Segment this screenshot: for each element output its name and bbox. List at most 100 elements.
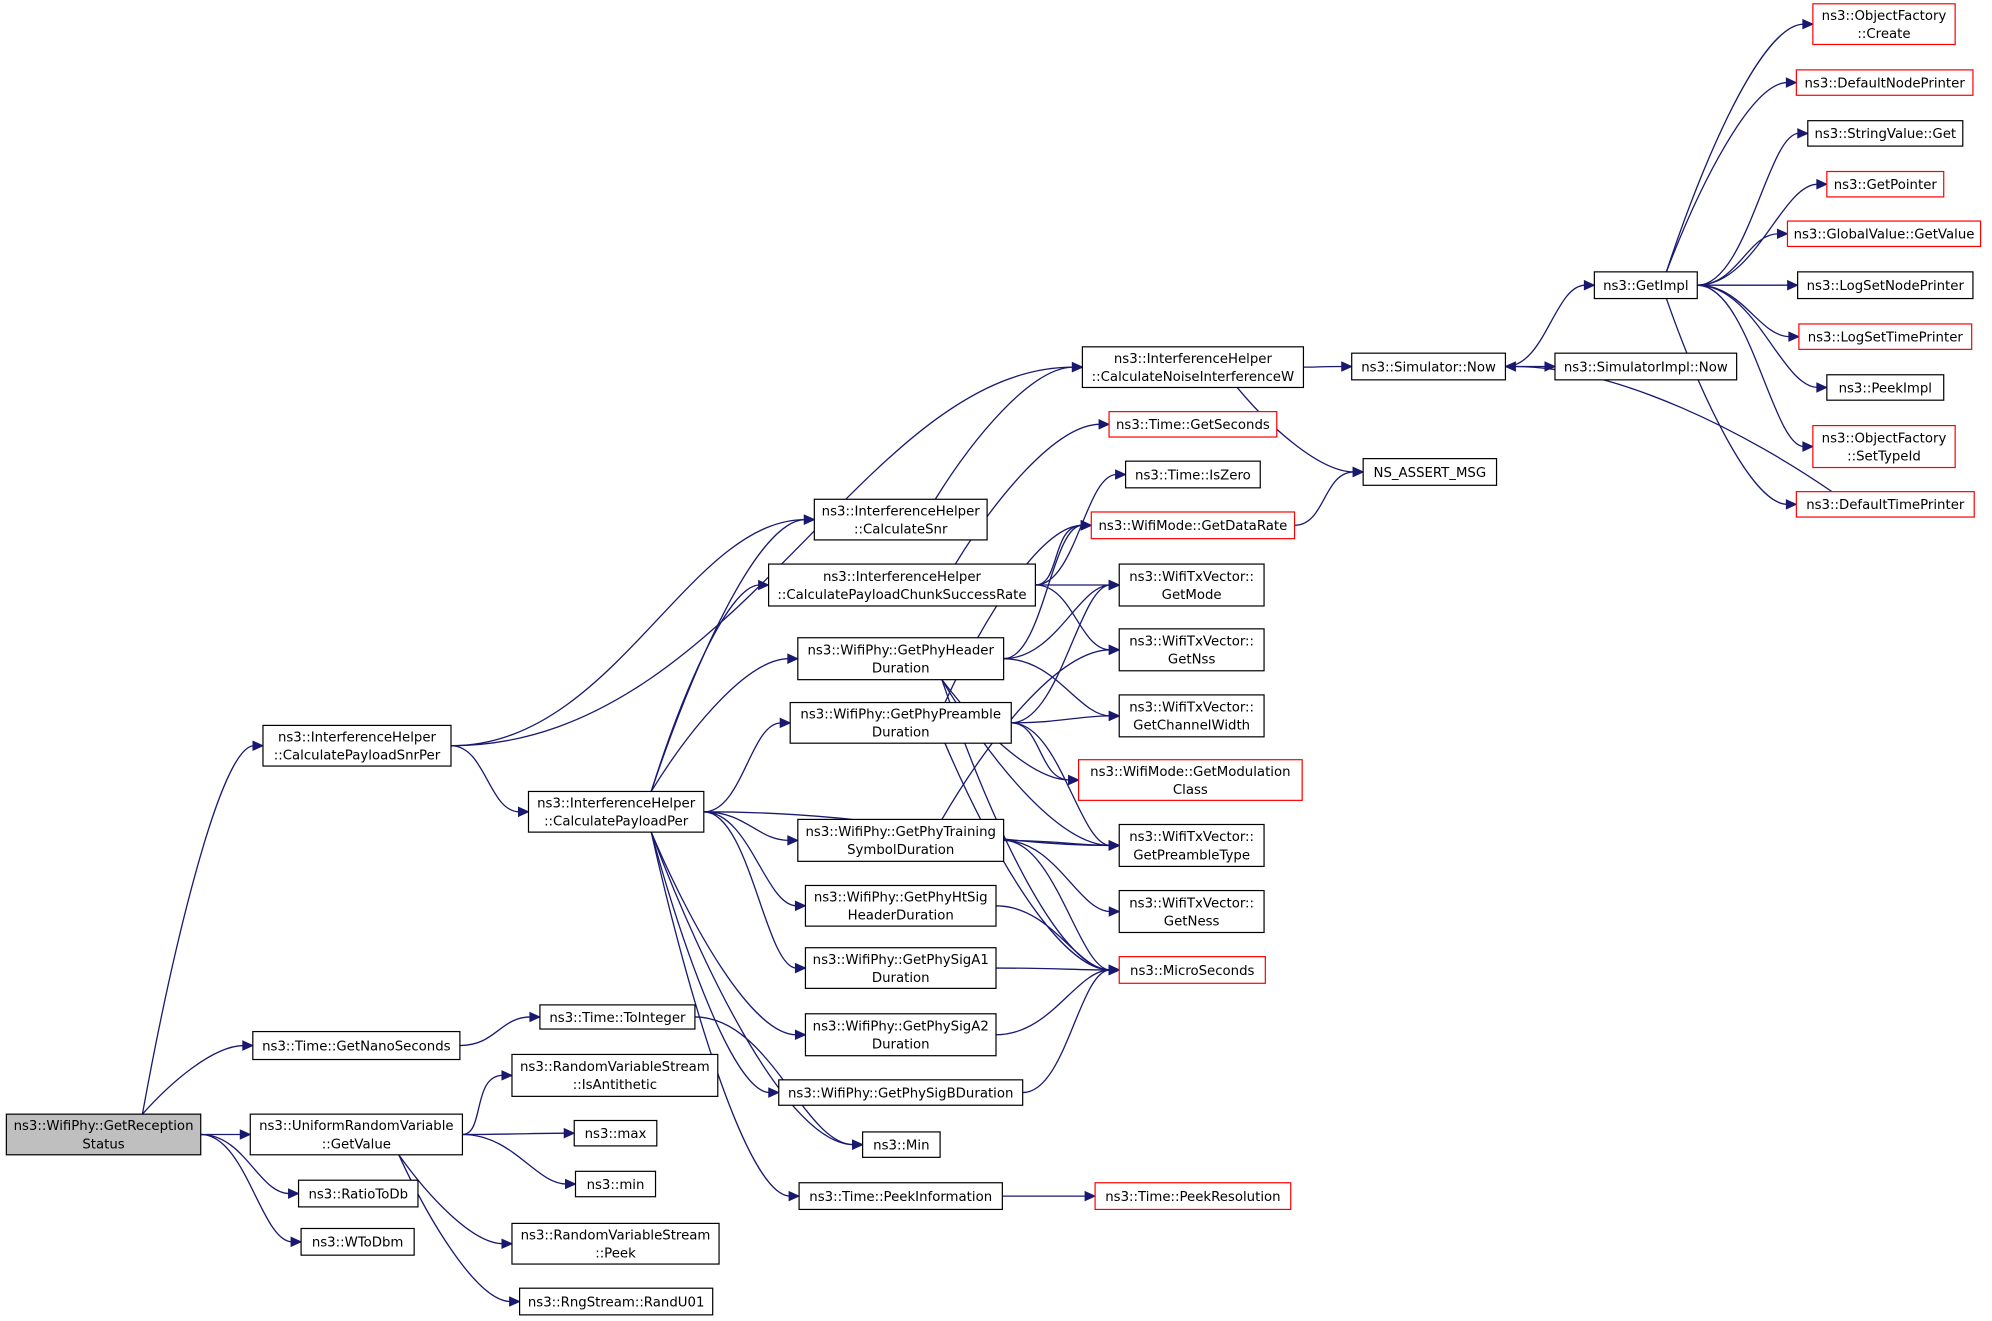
call-edge-calcPayloadPer-to-getPhySigA1 xyxy=(703,811,807,974)
node-label: ns3::Time::GetNanoSeconds xyxy=(262,1039,451,1054)
node-label: ns3::PeekImpl xyxy=(1839,381,1932,396)
node-wifiModeGetDataRate[interactable]: ns3::WifiMode::GetDataRate xyxy=(1090,511,1296,540)
node-txGetNess[interactable]: ns3::WifiTxVector::GetNess xyxy=(1118,889,1265,934)
node-getNanoSeconds[interactable]: ns3::Time::GetNanoSeconds xyxy=(252,1030,461,1061)
node-label: ::SetTypeId xyxy=(1847,449,1921,464)
node-label: ns3::InterferenceHelper xyxy=(823,570,982,585)
node-getPhyTrainingSymbol[interactable]: ns3::WifiPhy::GetPhyTrainingSymbolDurati… xyxy=(797,818,1005,862)
call-edge-defTimePrinter-to-simNow xyxy=(1504,361,1833,493)
call-edge-calcPayloadPer-to-getPhySigB xyxy=(650,831,780,1098)
node-calcPayloadSnrPer[interactable]: ns3::InterferenceHelper::CalculatePayloa… xyxy=(262,724,452,767)
node-peek[interactable]: ns3::RandomVariableStream::Peek xyxy=(511,1222,720,1265)
node-label: SymbolDuration xyxy=(847,843,954,858)
call-edge-getPhyPreambleDuration-to-txGetMode xyxy=(1011,579,1121,724)
node-label: ns3::WifiMode::GetModulation xyxy=(1090,765,1290,780)
node-label: ::CalculateSnr xyxy=(854,522,948,537)
call-edge-getImpl-to-peekImpl xyxy=(1697,284,1829,393)
node-getPhySigB[interactable]: ns3::WifiPhy::GetPhySigBDuration xyxy=(778,1079,1024,1106)
call-edge-getPhyTrainingSymbol-to-txGetPreambleType xyxy=(1003,839,1121,851)
node-getImpl[interactable]: ns3::GetImpl xyxy=(1593,271,1698,300)
node-calcNoiseInterference[interactable]: ns3::InterferenceHelper::CalculateNoiseI… xyxy=(1081,346,1305,389)
node-label: ns3::GlobalValue::GetValue xyxy=(1794,228,1975,243)
node-label: ns3::WifiPhy::GetPhyPreamble xyxy=(800,708,1001,723)
node-label: ns3::InterferenceHelper xyxy=(822,504,981,519)
node-stringValueGet[interactable]: ns3::StringValue::Get xyxy=(1807,120,1964,147)
call-edge-getImpl-to-defNodePrinter xyxy=(1665,77,1798,273)
node-ratioToDb[interactable]: ns3::RatioToDb xyxy=(297,1179,419,1208)
node-label: ns3::DefaultTimePrinter xyxy=(1806,498,1965,513)
node-txGetPreambleType[interactable]: ns3::WifiTxVector::GetPreambleType xyxy=(1118,823,1265,868)
node-label: Duration xyxy=(872,971,930,986)
call-edge-getImpl-to-stringValueGet xyxy=(1697,128,1810,286)
node-label: ns3::LogSetTimePrinter xyxy=(1808,330,1964,345)
node-label: ns3::WifiTxVector:: xyxy=(1129,701,1254,716)
call-edge-getPhyTrainingSymbol-to-txGetNess xyxy=(1003,839,1121,917)
node-label: ns3::UniformRandomVariable xyxy=(259,1119,454,1134)
node-simNow[interactable]: ns3::Simulator::Now xyxy=(1351,352,1507,381)
node-label: ns3::WifiPhy::GetPhySigA2 xyxy=(813,1020,989,1035)
node-uniformGetValue[interactable]: ns3::UniformRandomVariable::GetValue xyxy=(249,1113,464,1156)
node-label: ns3::Time::PeekInformation xyxy=(809,1190,992,1205)
node-label: ns3::SimulatorImpl::Now xyxy=(1564,360,1728,375)
node-microSeconds[interactable]: ns3::MicroSeconds xyxy=(1118,956,1266,984)
call-edge-getPhyTrainingSymbol-to-txGetNss xyxy=(941,644,1121,820)
node-label: GetNss xyxy=(1168,653,1216,668)
call-edge-uniformGetValue-to-min xyxy=(462,1133,577,1190)
node-defNodePrinter[interactable]: ns3::DefaultNodePrinter xyxy=(1795,69,1974,96)
node-max[interactable]: ns3::max xyxy=(573,1119,658,1147)
call-edge-getImpl-to-defTimePrinter xyxy=(1665,298,1798,510)
node-txGetMode[interactable]: ns3::WifiTxVector::GetMode xyxy=(1118,563,1265,607)
call-edge-calcPayloadChunk-to-txGetNss xyxy=(1035,584,1121,656)
node-calcSnr[interactable]: ns3::InterferenceHelper::CalculateSnr xyxy=(813,498,988,541)
node-isAntithetic[interactable]: ns3::RandomVariableStream::IsAntithetic xyxy=(511,1053,719,1097)
node-getPointer[interactable]: ns3::GetPointer xyxy=(1826,170,1945,198)
node-txGetChannelWidth[interactable]: ns3::WifiTxVector::GetChannelWidth xyxy=(1118,694,1265,738)
node-randU01[interactable]: ns3::RngStream::RandU01 xyxy=(518,1287,714,1316)
call-edges xyxy=(141,18,1833,1307)
node-label: ns3::MicroSeconds xyxy=(1130,964,1254,979)
node-label: ns3::RatioToDb xyxy=(308,1187,408,1202)
node-label: ns3::WifiTxVector:: xyxy=(1129,635,1254,650)
node-nsAssert[interactable]: NS_ASSERT_MSG xyxy=(1362,458,1498,486)
node-label: GetChannelWidth xyxy=(1133,719,1250,734)
node-txGetNss[interactable]: ns3::WifiTxVector::GetNss xyxy=(1118,628,1265,672)
node-ofCreate[interactable]: ns3::ObjectFactory::Create xyxy=(1812,3,1956,46)
node-defTimePrinter[interactable]: ns3::DefaultTimePrinter xyxy=(1795,491,1975,518)
node-calcPayloadChunk[interactable]: ns3::InterferenceHelper::CalculatePayloa… xyxy=(767,563,1036,607)
call-edge-calcPayloadChunk-to-timeGetSeconds xyxy=(954,419,1111,565)
node-toInteger[interactable]: ns3::Time::ToInteger xyxy=(539,1004,696,1030)
node-wToDbm[interactable]: ns3::WToDbm xyxy=(300,1227,415,1256)
node-timeIsZero[interactable]: ns3::Time::IsZero xyxy=(1124,460,1261,489)
node-label: ns3::max xyxy=(585,1127,647,1142)
node-peekImpl[interactable]: ns3::PeekImpl xyxy=(1826,374,1945,401)
node-label: ns3::GetPointer xyxy=(1834,178,1938,193)
node-logSetTimePrinter[interactable]: ns3::LogSetTimePrinter xyxy=(1798,323,1973,350)
node-label: ns3::RandomVariableStream xyxy=(521,1229,711,1244)
call-edge-root-to-getNanoSeconds xyxy=(141,1040,255,1115)
call-edge-root-to-calcPayloadSnrPer xyxy=(141,740,265,1115)
node-logSetNodePrinter[interactable]: ns3::LogSetNodePrinter xyxy=(1797,271,1974,300)
node-label: ns3::WifiPhy::GetPhyHeader xyxy=(808,643,995,658)
node-min[interactable]: ns3::min xyxy=(574,1170,657,1198)
node-nsMin[interactable]: ns3::Min xyxy=(862,1131,941,1158)
node-label: Duration xyxy=(872,662,930,677)
node-simImplNow[interactable]: ns3::SimulatorImpl::Now xyxy=(1554,352,1738,381)
node-peekInformation[interactable]: ns3::Time::PeekInformation xyxy=(798,1182,1003,1211)
node-peekResolution[interactable]: ns3::Time::PeekResolution xyxy=(1094,1182,1292,1211)
node-label: Duration xyxy=(872,1038,930,1053)
node-globalValueGet[interactable]: ns3::GlobalValue::GetValue xyxy=(1786,220,1982,248)
call-edge-getPhyPreambleDuration-to-txGetChannelWidth xyxy=(1011,710,1121,724)
node-calcPayloadPer[interactable]: ns3::InterferenceHelper::CalculatePayloa… xyxy=(527,790,705,833)
node-label: ns3::Time::ToInteger xyxy=(549,1011,686,1026)
node-timeGetSeconds[interactable]: ns3::Time::GetSeconds xyxy=(1108,411,1278,438)
node-ofSetTypeId[interactable]: ns3::ObjectFactory::SetTypeId xyxy=(1812,424,1956,469)
call-edge-getPhySigA2-to-microSeconds xyxy=(995,964,1121,1036)
